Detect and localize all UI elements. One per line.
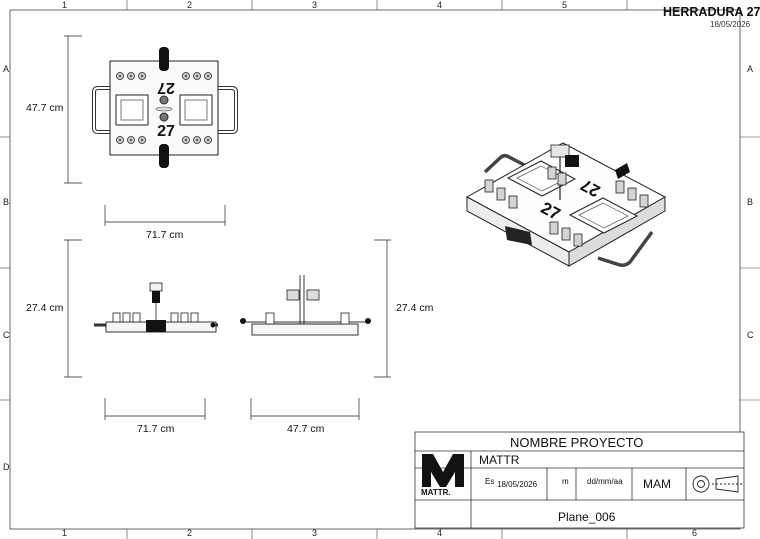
front-view-bolts	[112, 312, 199, 323]
zone-row-a-right: A	[747, 64, 754, 74]
zone-row-b-left: B	[3, 197, 10, 207]
front-view-mast	[152, 291, 160, 303]
top-view-post-top	[159, 47, 169, 71]
zone-row-b-right: B	[747, 197, 754, 207]
iso-view: 27 27	[465, 142, 667, 267]
side-view	[240, 275, 371, 336]
zone-col-5-top: 5	[562, 0, 568, 10]
zone-col-2-bottom: 2	[187, 528, 193, 538]
iso-handle-right	[597, 230, 654, 267]
iso-post-right	[615, 163, 630, 179]
top-view-depth-label: 47.7 cm	[26, 102, 64, 114]
iso-window-left	[506, 160, 577, 197]
zone-col-1-top: 1	[62, 0, 68, 10]
side-view-height-label: 27.4 cm	[396, 302, 434, 314]
plane-id: Plane_006	[558, 510, 616, 524]
top-view-post-bottom	[159, 144, 169, 168]
zone-col-2-top: 2	[187, 0, 193, 10]
zone-col-1-bottom: 1	[62, 528, 68, 538]
zone-col-4-bottom: 4	[437, 528, 443, 538]
header-date: 18/05/2026	[710, 20, 751, 29]
top-view-handle-right	[218, 86, 238, 134]
logo-wordmark: MATTR.	[421, 488, 451, 497]
side-view-base	[251, 323, 359, 336]
mattr-logo	[422, 454, 464, 487]
title-block-date: 18/05/2026	[497, 480, 538, 489]
project-name: NOMBRE PROYECTO	[510, 435, 644, 450]
zone-col-3-bottom: 3	[312, 528, 318, 538]
side-view-clamp-left	[286, 289, 300, 301]
iso-post-left	[505, 226, 532, 245]
top-view-number-flipped: 27	[157, 79, 175, 96]
side-view-width-label: 47.7 cm	[287, 423, 325, 435]
front-view-height-label: 27.4 cm	[26, 302, 64, 314]
sheet-border	[9, 9, 741, 530]
front-view-dimensions	[64, 239, 206, 420]
side-view-clamp-right	[306, 289, 320, 301]
title-block	[414, 431, 745, 529]
iso-window-right	[568, 197, 639, 234]
zone-row-c-right: C	[747, 330, 754, 340]
side-view-dimensions	[250, 239, 391, 420]
company-name: MATTR	[479, 453, 520, 467]
zone-col-3-top: 3	[312, 0, 318, 10]
iso-bolts	[484, 166, 649, 247]
front-view-width-label: 71.7 cm	[137, 423, 175, 435]
iso-mast-block	[550, 144, 570, 158]
date-format: dd/mm/aa	[587, 477, 623, 486]
zone-row-c-left: C	[3, 330, 10, 340]
top-view-handle-left	[92, 86, 112, 134]
author-initials: MAM	[643, 477, 671, 491]
front-view	[94, 282, 218, 333]
zone-row-d-left: D	[3, 462, 10, 472]
third-angle-projection-symbol	[692, 475, 742, 493]
scale-prefix: Es	[485, 477, 495, 486]
top-view-number: 27	[157, 123, 175, 140]
top-view-dimensions	[64, 35, 226, 226]
zone-col-4-top: 4	[437, 0, 443, 10]
iso-handle-left	[483, 153, 539, 174]
top-view: 27 27	[92, 47, 238, 168]
drawing-title: HERRADURA 27	[663, 5, 760, 19]
top-view-width-label: 71.7 cm	[146, 229, 184, 241]
units-value: m	[562, 477, 569, 486]
zone-col-6-bottom: 6	[692, 528, 698, 538]
zone-row-a-left: A	[3, 64, 10, 74]
